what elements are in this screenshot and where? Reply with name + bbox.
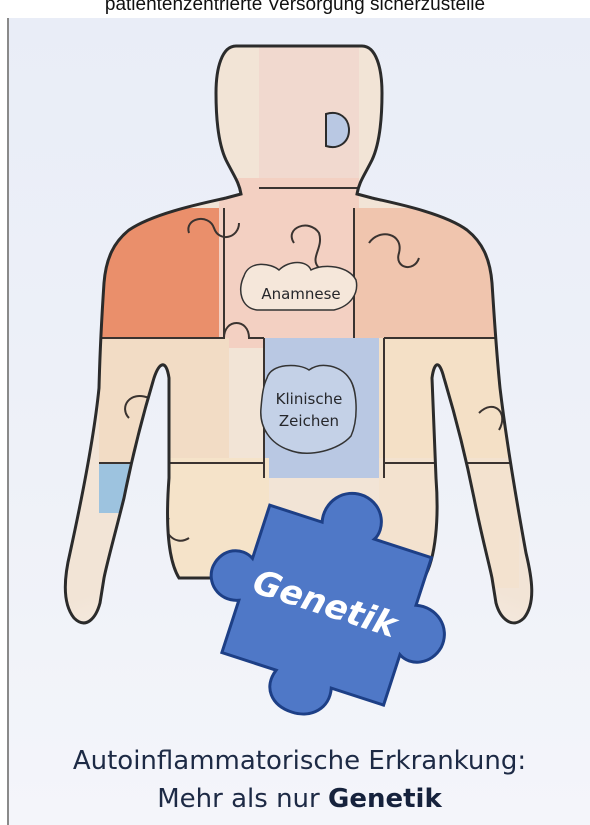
caption-line-2: Mehr als nur Genetik — [9, 784, 590, 814]
klinische-label: Klinische — [276, 390, 343, 408]
caption-line-1: Autoinflammatorische Erkrankung: — [9, 746, 590, 776]
caption-line-2-bold: Genetik — [328, 784, 442, 814]
poster: Anamnese Klinische Zeichen Genetik Autoi… — [9, 18, 590, 825]
clinical-signs-piece: Klinische Zeichen — [261, 365, 356, 453]
header-text: patientenzentrierte Versorgung sicherzus… — [0, 0, 590, 16]
zeichen-label: Zeichen — [279, 412, 339, 430]
head-puzzle-notch — [326, 113, 349, 147]
anamnese-piece: Anamnese — [241, 263, 357, 311]
caption-line-2-prefix: Mehr als nur — [157, 784, 328, 814]
anamnese-label: Anamnese — [261, 285, 340, 303]
body-puzzle-illustration: Anamnese Klinische Zeichen Genetik — [9, 18, 590, 718]
